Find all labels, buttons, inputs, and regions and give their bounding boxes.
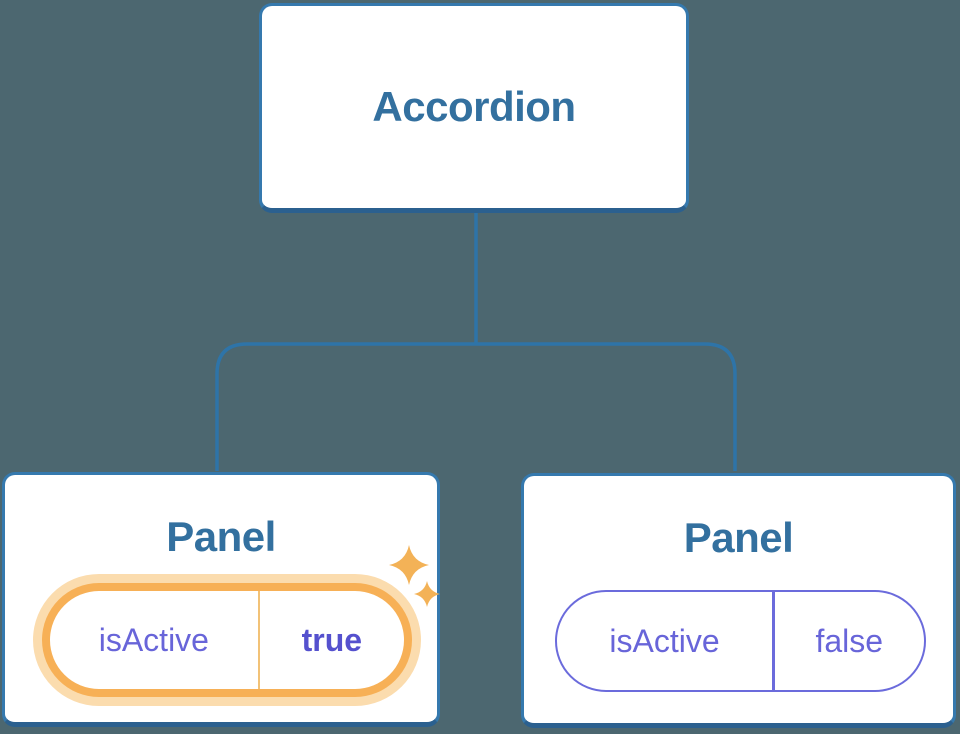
panel-node-active: Panel isActive true bbox=[2, 472, 440, 727]
panel-node-label: Panel bbox=[166, 513, 276, 560]
panel-node-inactive: Panel isActive false bbox=[521, 473, 956, 728]
state-name: isActive bbox=[609, 622, 720, 659]
state-name: isActive bbox=[98, 621, 209, 658]
pill-divider bbox=[772, 592, 775, 690]
sparkles-icon bbox=[389, 545, 440, 607]
state-value: false bbox=[815, 622, 884, 659]
panel-node-label: Panel bbox=[683, 514, 794, 561]
connector-branch bbox=[215, 342, 737, 471]
state-value: true bbox=[301, 621, 363, 658]
state-pill-inactive: isActive false bbox=[555, 590, 926, 692]
accordion-node-label: Accordion bbox=[372, 83, 576, 130]
pill-divider bbox=[257, 591, 260, 689]
state-pill-active: isActive true bbox=[33, 574, 421, 706]
accordion-node: Accordion bbox=[259, 3, 689, 213]
